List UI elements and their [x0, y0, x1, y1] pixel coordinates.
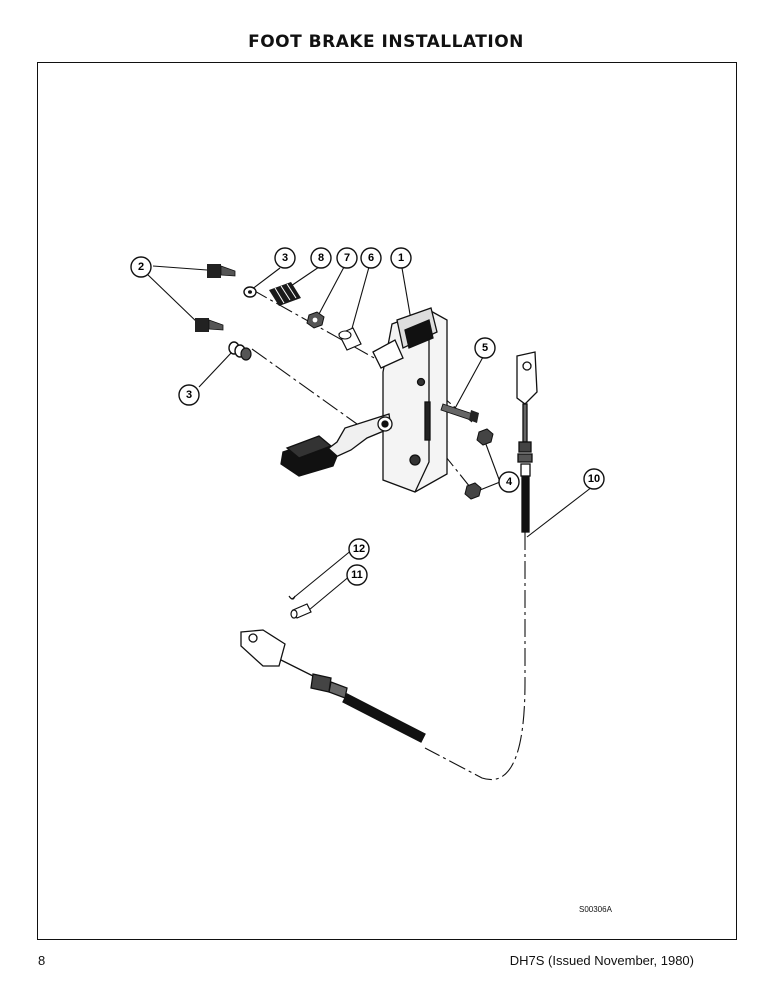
svg-text:2: 2	[138, 261, 144, 273]
svg-text:4: 4	[506, 476, 513, 488]
callout-3-lower: 3	[178, 384, 200, 406]
callout-4: 4	[498, 471, 520, 493]
brake-diagram: 2 3 8 7 6 1 3 5 4 10 12 11	[130, 247, 605, 781]
leader-lines	[145, 265, 593, 611]
page-number: 8	[38, 953, 46, 968]
pivot-bolt	[440, 403, 479, 423]
pedal-bracket	[372, 307, 448, 493]
callout-5: 5	[474, 337, 496, 359]
callout-2: 2	[130, 256, 152, 278]
figure-frame	[37, 62, 737, 940]
upper-clevis	[516, 351, 538, 533]
svg-text:3: 3	[186, 389, 192, 401]
svg-text:8: 8	[318, 252, 324, 264]
callout-10: 10	[583, 468, 605, 490]
svg-text:10: 10	[588, 473, 600, 485]
spring	[269, 282, 301, 306]
spacer-nut	[306, 311, 325, 329]
svg-text:5: 5	[482, 342, 488, 354]
svg-text:7: 7	[344, 252, 350, 264]
callout-6: 6	[360, 247, 382, 269]
lower-washers	[228, 341, 252, 361]
callout-1: 1	[390, 247, 412, 269]
svg-text:1: 1	[398, 252, 404, 264]
callout-7: 7	[336, 247, 358, 269]
svg-text:11: 11	[351, 569, 363, 581]
page-title: FOOT BRAKE INSTALLATION	[248, 32, 524, 52]
drawing-code: S00306A	[579, 905, 612, 914]
callout-12: 12	[348, 538, 370, 560]
svg-text:3: 3	[282, 252, 288, 264]
callout-11: 11	[346, 564, 368, 586]
svg-text:12: 12	[353, 543, 365, 555]
document-id: DH7S (Issued November, 1980)	[509, 953, 694, 968]
clevis-pin	[288, 595, 312, 619]
svg-text:6: 6	[368, 252, 374, 264]
callout-8: 8	[310, 247, 332, 269]
upper-bolt	[207, 264, 236, 278]
bushing	[338, 327, 362, 351]
lower-clevis	[240, 629, 426, 743]
nuts	[464, 428, 494, 500]
upper-washer	[243, 286, 257, 298]
brake-pedal	[280, 413, 393, 477]
lower-bolt	[195, 318, 224, 332]
callout-3-upper: 3	[274, 247, 296, 269]
